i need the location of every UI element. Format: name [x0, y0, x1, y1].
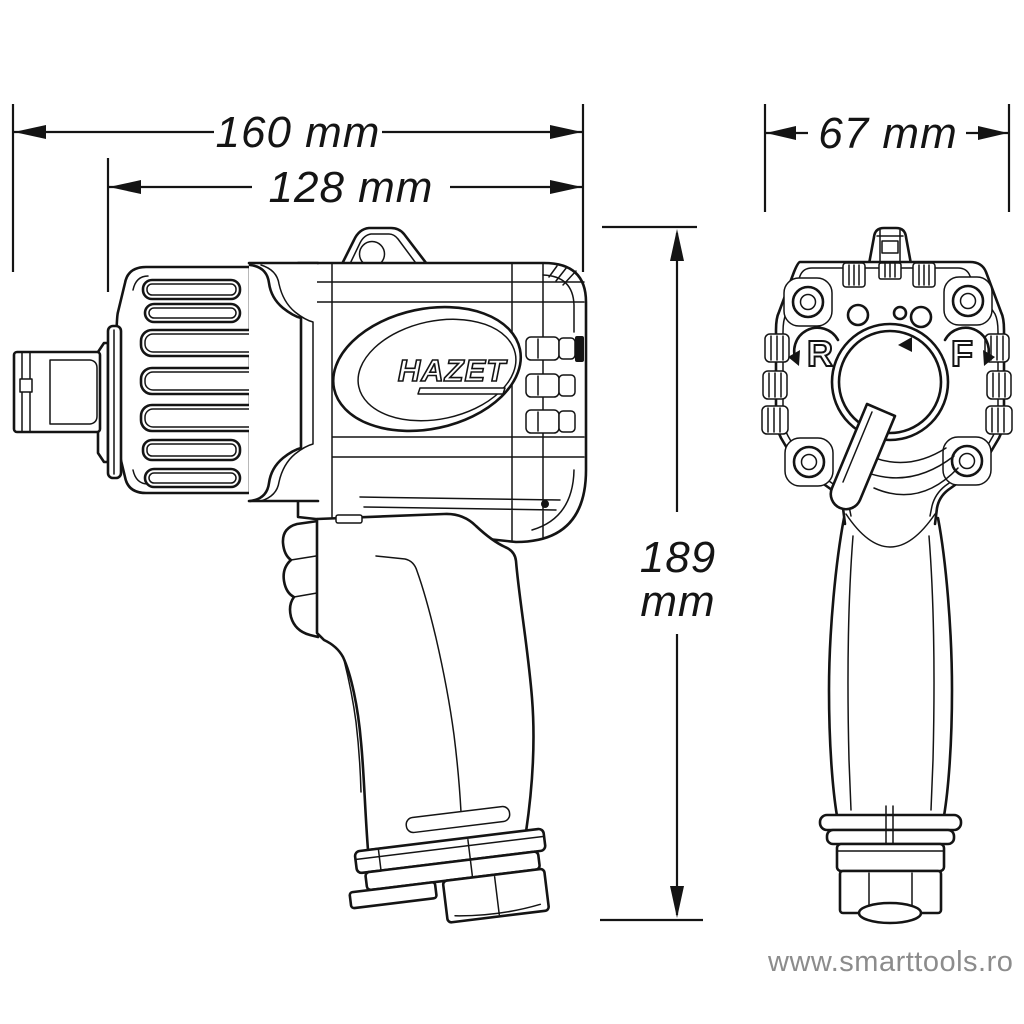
trigger	[281, 519, 320, 639]
brand-logo-underline	[417, 387, 506, 395]
dimension-label-mm: mm	[640, 577, 715, 626]
dial-pointer-triangle	[898, 337, 912, 352]
brand-logo-text: HAZET	[398, 353, 508, 388]
front-flange	[96, 324, 123, 480]
top-clamp-ribs	[842, 262, 936, 288]
arrowhead-right	[550, 125, 582, 139]
arrowhead-up	[670, 229, 684, 261]
arrowhead-left	[109, 180, 141, 194]
side-clamp-ribs	[761, 333, 1013, 435]
pistol-grip	[315, 512, 535, 852]
housing-seams	[297, 262, 585, 541]
square-drive-anvil	[12, 350, 102, 434]
direction-selector-dial	[829, 322, 950, 511]
dimension-head-width: 67 mm	[763, 104, 1011, 212]
flange-tab	[348, 881, 438, 910]
rear-view-drawing: R F	[761, 226, 1013, 925]
detent-hole	[19, 378, 33, 393]
forward-marking: F	[943, 326, 995, 375]
brand-logo: HAZET	[331, 305, 523, 433]
arrowhead-right	[978, 126, 1008, 140]
hanging-lug	[336, 226, 435, 274]
air-inlet-hole	[857, 901, 923, 925]
forward-label: F	[951, 333, 973, 374]
selector-lever	[829, 402, 897, 511]
dimension-label-128: 128 mm	[269, 163, 434, 212]
dimension-height: 189 mm	[600, 225, 716, 922]
air-inlet-assembly	[348, 827, 550, 924]
rear-vent-slot	[575, 336, 584, 362]
cooling-fins	[139, 278, 282, 489]
dimension-label-189: 189	[640, 533, 716, 582]
top-ports	[846, 303, 933, 329]
rear-cap-seam	[531, 274, 575, 531]
watermark-text: www.smarttools.ro	[768, 946, 1014, 978]
finned-front-housing	[114, 265, 282, 495]
rear-bumper-hatch	[548, 265, 577, 286]
clamp-yoke	[247, 261, 320, 503]
dimension-label-67: 67 mm	[818, 109, 957, 158]
arrowhead-left	[766, 126, 796, 140]
reverse-label: R	[807, 333, 833, 374]
neck-contours	[845, 447, 959, 548]
arrowhead-left	[14, 125, 46, 139]
rear-pin	[541, 500, 549, 508]
dimension-label-160: 160 mm	[216, 108, 381, 157]
housing-studs	[525, 336, 576, 434]
rear-hanging-lug	[867, 226, 913, 266]
arrowhead-right	[550, 180, 582, 194]
dimension-front-length: 128 mm	[106, 158, 583, 292]
arrowhead-down	[670, 886, 684, 918]
grip-slot	[405, 805, 511, 834]
side-view-drawing: HAZET	[12, 226, 588, 924]
bolt-bosses	[783, 276, 993, 487]
reverse-marking: R	[788, 326, 840, 375]
rear-handle	[818, 516, 963, 925]
